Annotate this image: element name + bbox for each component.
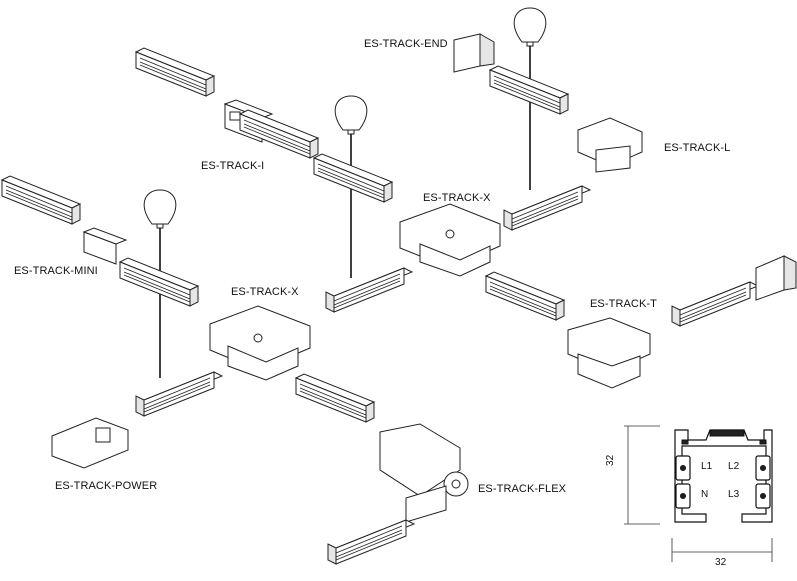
label-track-mini: ES-TRACK-MINI — [14, 265, 98, 277]
conductor-l1: L1 — [701, 461, 713, 472]
label-track-x-right: ES-TRACK-X — [423, 192, 491, 204]
conductor-n: N — [701, 489, 709, 500]
rail-center-lower — [325, 267, 413, 313]
profile-section — [624, 425, 773, 562]
width-dimension: 32 — [715, 557, 727, 568]
rail-t-left — [485, 271, 565, 321]
label-track-l: ES-TRACK-L — [664, 142, 731, 154]
rail-left-upper — [119, 257, 199, 307]
connector-mini — [82, 227, 128, 265]
label-track-power: ES-TRACK-POWER — [55, 480, 158, 492]
rail-flex-lower — [327, 519, 415, 565]
label-track-flex: ES-TRACK-FLEX — [478, 483, 567, 495]
label-track-i: ES-TRACK-I — [201, 160, 265, 172]
connector-x-left — [209, 305, 311, 381]
pendant-center — [334, 95, 368, 278]
conductor-l2: L2 — [728, 461, 740, 472]
connector-t — [567, 317, 651, 389]
rail-center-upper — [313, 153, 393, 203]
rail-right-mid — [503, 185, 591, 231]
pendant-top-right — [513, 7, 547, 190]
connector-flex — [379, 423, 469, 523]
connector-x-right — [399, 203, 501, 277]
connector-l — [577, 117, 643, 173]
label-track-x-left: ES-TRACK-X — [231, 286, 299, 298]
label-track-end: ES-TRACK-END — [364, 38, 448, 50]
rail-top-right — [489, 65, 569, 115]
height-dimension: 32 — [605, 454, 616, 466]
conductor-l3: L3 — [728, 489, 740, 500]
end-cap-right — [755, 255, 797, 301]
pendant-left — [143, 189, 177, 378]
label-track-t: ES-TRACK-T — [590, 298, 657, 310]
rail-left-lower — [135, 371, 223, 417]
end-cap — [453, 33, 495, 73]
rail-i — [239, 109, 319, 159]
power-feed — [51, 417, 129, 469]
rail-flex-upper — [295, 373, 375, 423]
rail-t-right — [671, 281, 759, 327]
rail-top-left — [135, 47, 215, 97]
rail-mini — [1, 175, 81, 225]
